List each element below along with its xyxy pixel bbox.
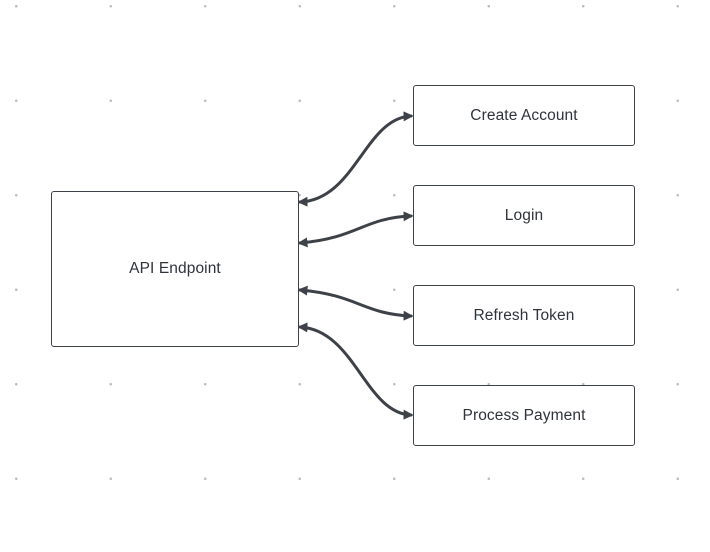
node-label-refresh-token: Refresh Token bbox=[473, 306, 575, 324]
node-label-login: Login bbox=[504, 206, 544, 224]
edge-api-endpoint-process-payment[interactable] bbox=[297, 322, 414, 420]
node-label-api-endpoint: API Endpoint bbox=[129, 260, 221, 277]
node-process-payment[interactable]: Process Payment bbox=[413, 385, 635, 446]
edge-api-endpoint-create-account[interactable] bbox=[297, 111, 414, 207]
node-create-account[interactable]: Create Account bbox=[413, 85, 635, 146]
node-api-endpoint[interactable]: API Endpoint bbox=[51, 191, 299, 347]
node-label-create-account: Create Account bbox=[470, 106, 578, 124]
node-refresh-token[interactable]: Refresh Token bbox=[413, 285, 635, 346]
edge-api-endpoint-refresh-token[interactable] bbox=[297, 285, 414, 321]
node-label-process-payment: Process Payment bbox=[462, 406, 586, 424]
edge-api-endpoint-login[interactable] bbox=[297, 211, 414, 248]
node-login[interactable]: Login bbox=[413, 185, 635, 246]
